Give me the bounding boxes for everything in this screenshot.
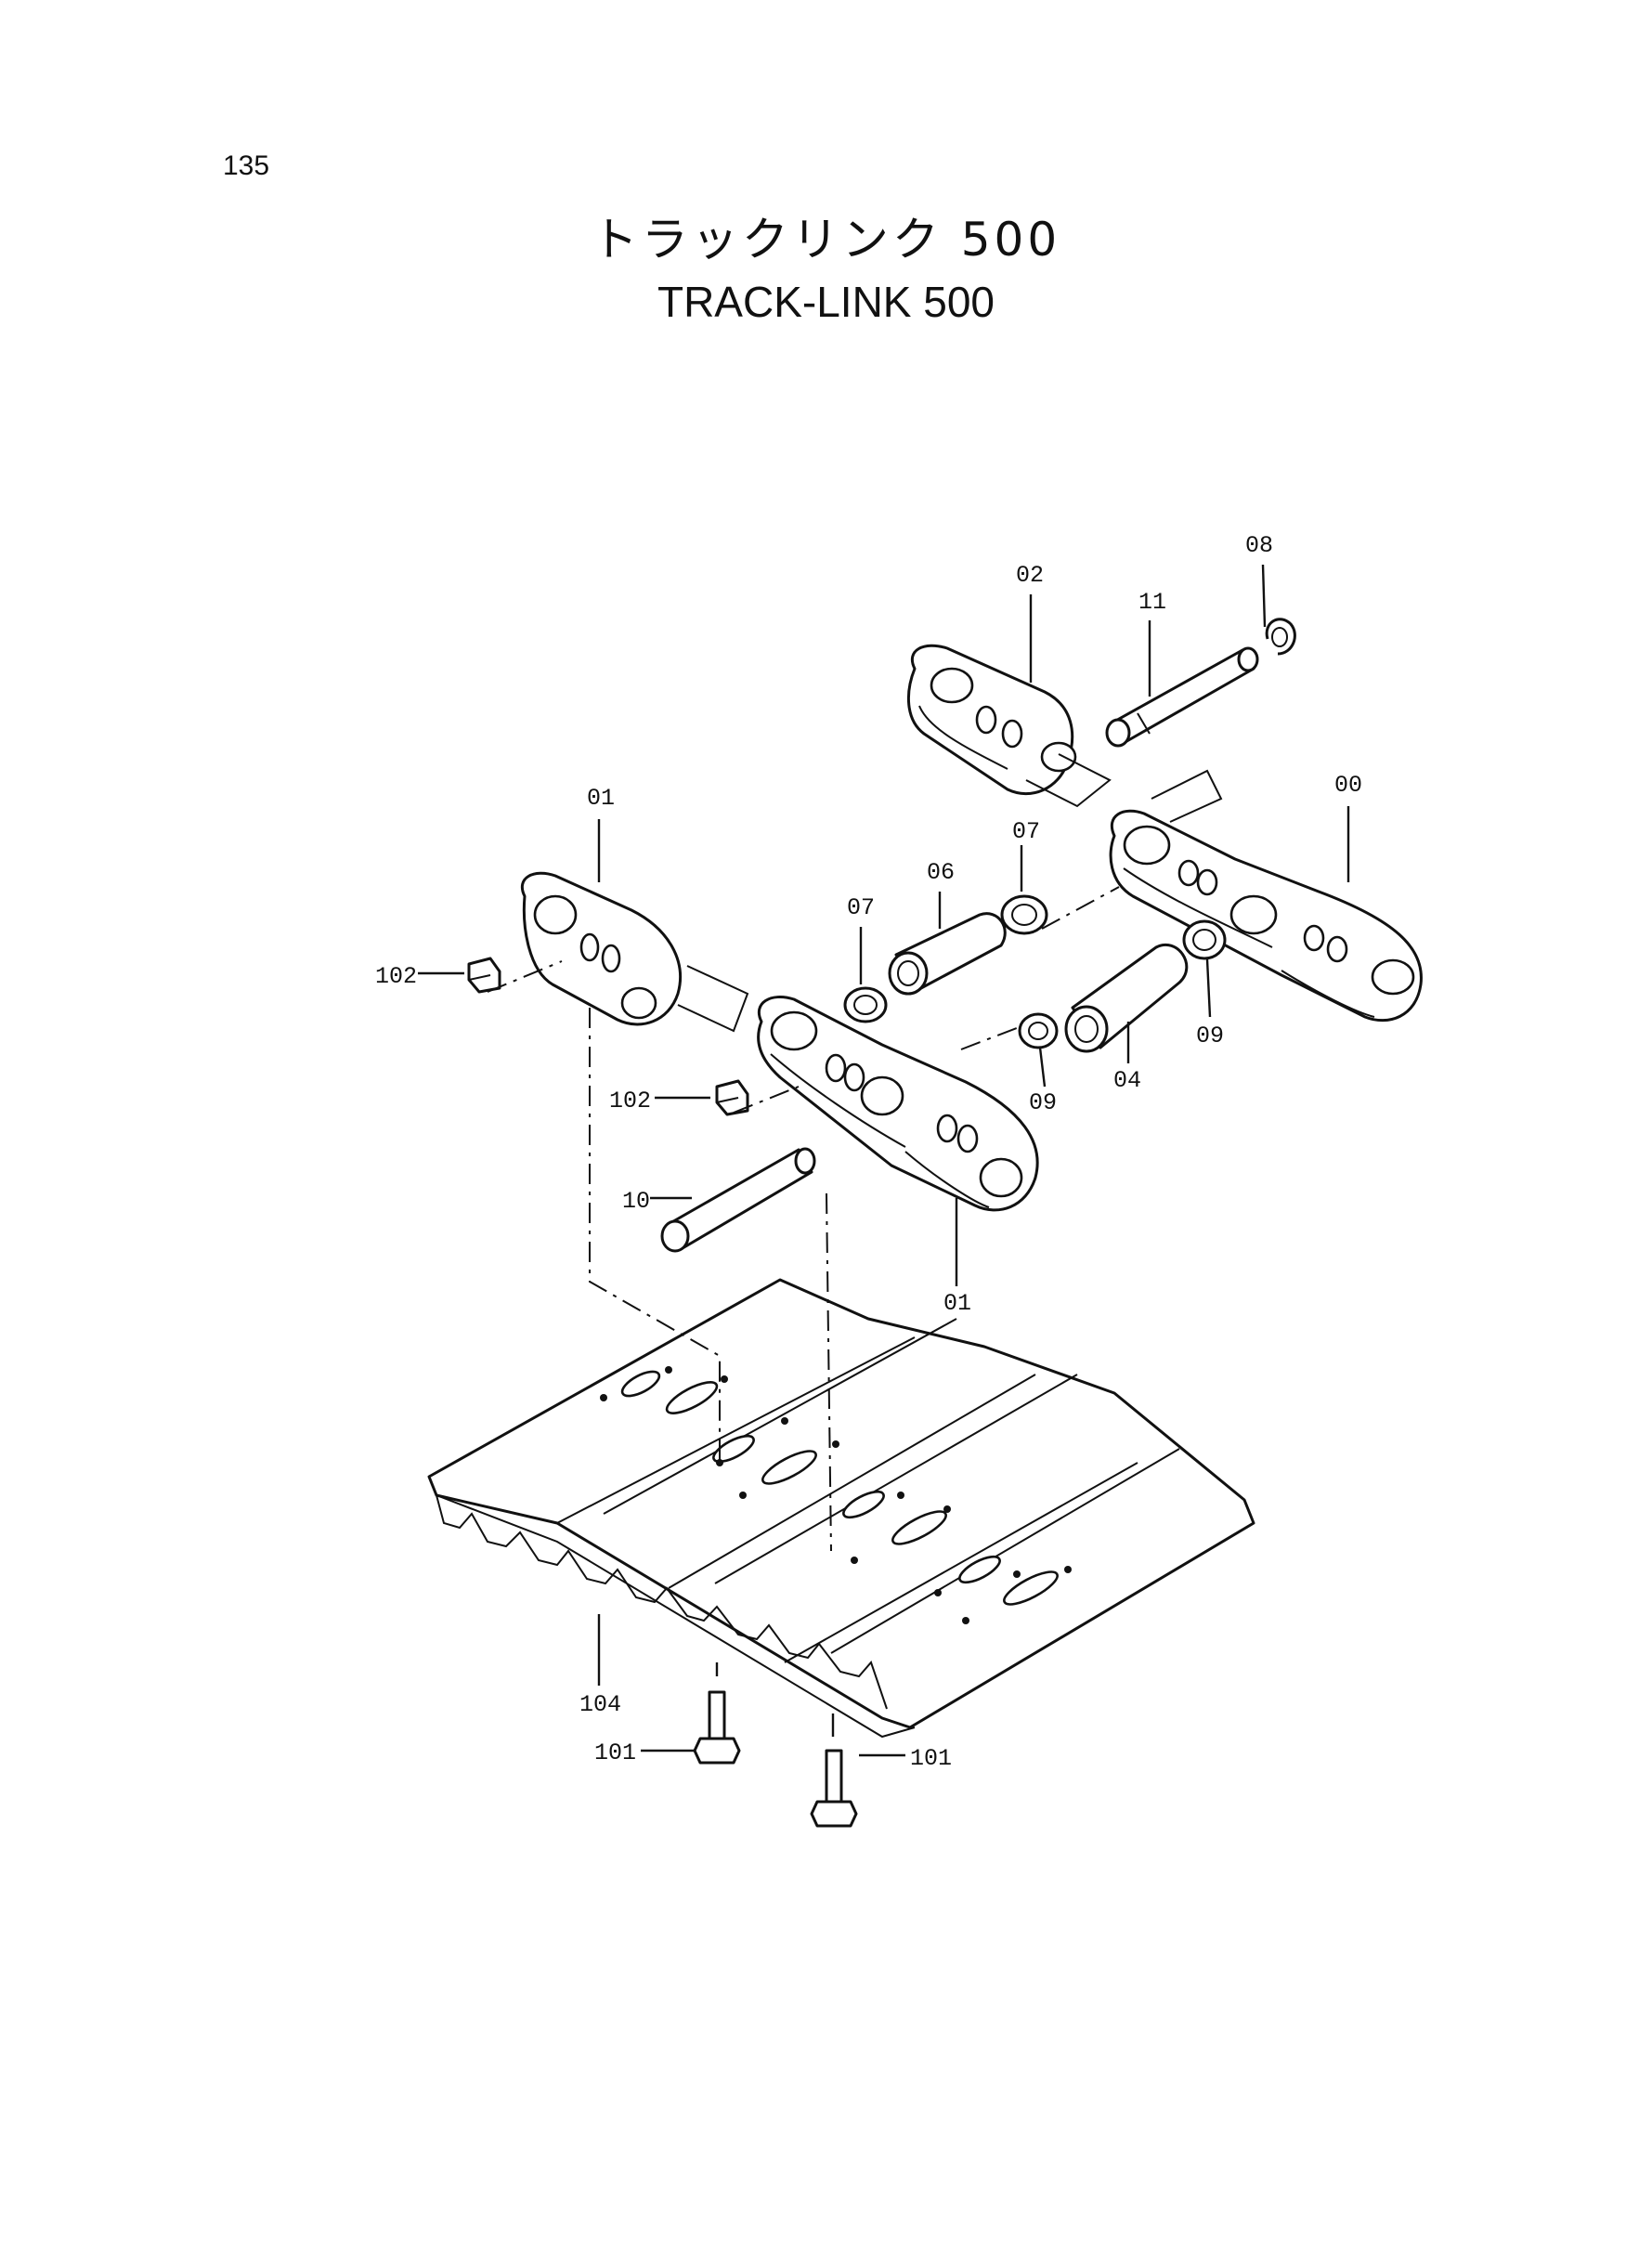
callout-102-upper: 102 — [375, 963, 417, 990]
part-01-link-upper — [520, 871, 749, 1033]
part-08-snap-ring — [1265, 618, 1296, 656]
part-101-bolt-right — [810, 1749, 858, 1828]
part-10-pin — [660, 1147, 816, 1253]
part-04-bushing — [1064, 944, 1189, 1053]
callout-09-right: 09 — [1196, 1023, 1224, 1049]
title-english: TRACK-LINK 500 — [657, 278, 995, 326]
callout-07-right: 07 — [1012, 818, 1040, 845]
callout-10: 10 — [622, 1188, 650, 1215]
callout-102-lower: 102 — [609, 1088, 651, 1114]
callout-101-left: 101 — [594, 1739, 636, 1766]
page-number: 135 — [223, 150, 270, 181]
callout-104: 104 — [579, 1691, 621, 1718]
part-102-nut-lower — [715, 1079, 749, 1116]
callout-101-right: 101 — [910, 1745, 952, 1772]
part-06-bushing — [888, 912, 1007, 996]
part-101-bolt-left — [693, 1690, 741, 1765]
callout-07-left: 07 — [847, 894, 875, 921]
title-japanese: トラックリンク 500 — [591, 213, 1061, 267]
part-07-seal-right — [1000, 894, 1048, 935]
callout-00: 00 — [1334, 772, 1362, 799]
callout-08: 08 — [1245, 532, 1273, 559]
callout-01-lower: 01 — [943, 1290, 971, 1317]
part-00-link-assembly — [1109, 769, 1423, 1023]
callout-06: 06 — [927, 859, 955, 886]
callout-01-upper: 01 — [587, 785, 615, 812]
part-01-link-lower — [757, 996, 1039, 1212]
part-02-link — [906, 644, 1112, 808]
part-11-pin — [1105, 646, 1259, 748]
part-09-seal-left — [1018, 1012, 1059, 1049]
callout-09-left: 09 — [1029, 1089, 1057, 1116]
part-09-seal-right — [1182, 919, 1227, 960]
callout-02: 02 — [1016, 562, 1044, 589]
part-102-nut-upper — [467, 957, 501, 994]
callout-11: 11 — [1138, 589, 1166, 616]
callout-04: 04 — [1113, 1067, 1141, 1094]
part-104-track-shoes — [427, 1278, 1255, 1739]
part-07-seal-left — [843, 986, 888, 1023]
